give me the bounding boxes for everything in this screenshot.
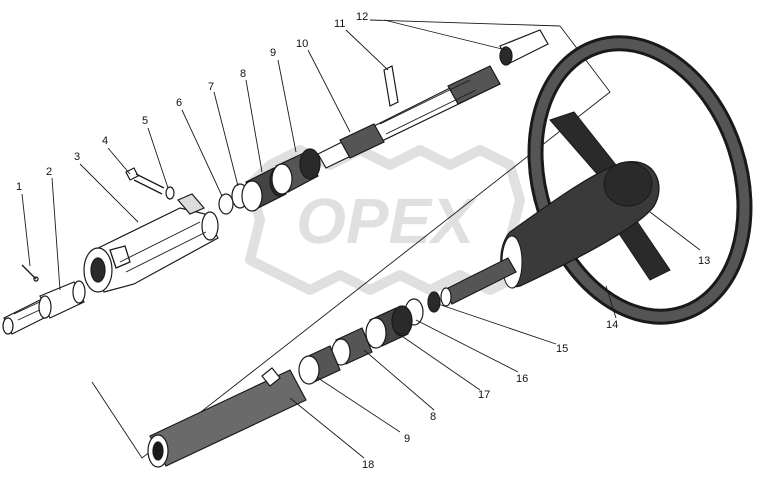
callout-18: 18 bbox=[362, 459, 374, 471]
callout-5: 5 bbox=[142, 115, 148, 127]
callout-14: 14 bbox=[606, 319, 618, 331]
part-spacer-lower bbox=[331, 327, 373, 366]
watermark-text: OPEX bbox=[296, 185, 477, 257]
part-lower-shaft bbox=[440, 257, 517, 307]
leader-lines bbox=[21, 19, 701, 459]
callout-3: 3 bbox=[74, 151, 80, 163]
part-bearing-lower bbox=[365, 305, 413, 349]
callout-17: 17 bbox=[478, 389, 490, 401]
part-bearing-cup-lower bbox=[298, 345, 341, 385]
callout-2: 2 bbox=[46, 166, 52, 178]
callout-labels: 1 2 3 4 5 6 7 8 9 10 11 12 13 14 15 16 1… bbox=[16, 11, 710, 471]
part-cotter-pin bbox=[21, 264, 39, 282]
part-column-tube bbox=[147, 367, 307, 468]
part-nut bbox=[499, 29, 549, 66]
callout-13: 13 bbox=[698, 255, 710, 267]
callout-16: 16 bbox=[516, 373, 528, 385]
callout-8: 8 bbox=[240, 68, 246, 80]
callout-4: 4 bbox=[102, 135, 108, 147]
callout-15: 15 bbox=[556, 343, 568, 355]
callout-9-lower: 9 bbox=[404, 433, 410, 445]
callout-1: 1 bbox=[16, 181, 22, 193]
part-hub-nut bbox=[427, 291, 441, 313]
part-steering-shaft bbox=[317, 65, 501, 169]
callout-12: 12 bbox=[356, 11, 368, 23]
callout-6: 6 bbox=[176, 97, 182, 109]
part-bolt bbox=[125, 167, 165, 195]
callout-10: 10 bbox=[296, 38, 308, 50]
watermark-gear-outline bbox=[245, 145, 525, 295]
callout-11: 11 bbox=[334, 18, 345, 30]
part-bearing-cup-upper bbox=[271, 148, 321, 195]
part-housing bbox=[83, 193, 219, 293]
part-spring-washer bbox=[218, 193, 234, 215]
callout-9: 9 bbox=[270, 47, 276, 59]
callout-7: 7 bbox=[208, 81, 214, 93]
part-lock-washer bbox=[165, 186, 175, 200]
opex-watermark: OPEX bbox=[245, 145, 525, 295]
part-bushing bbox=[38, 280, 86, 319]
callout-8-lower: 8 bbox=[430, 411, 436, 423]
part-pin bbox=[383, 65, 399, 107]
